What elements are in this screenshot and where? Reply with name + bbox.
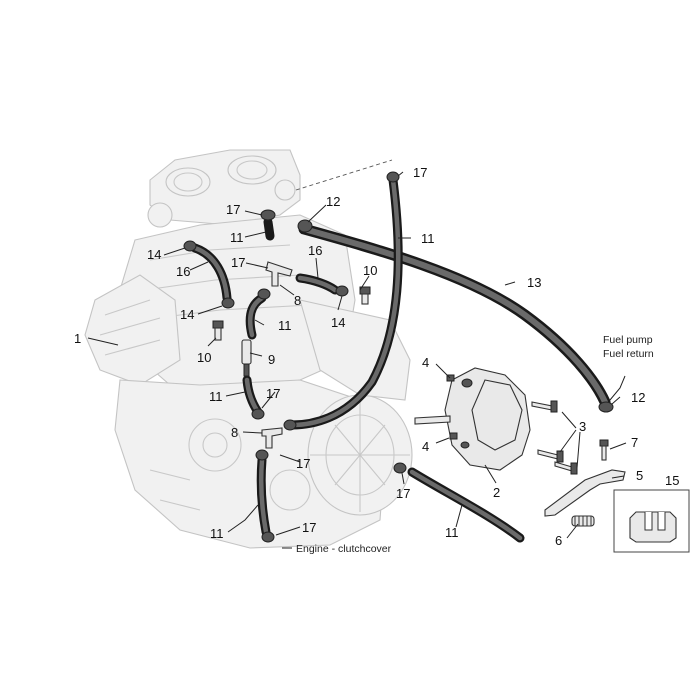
note-fuel-pump: Fuel pump	[603, 334, 653, 346]
callout-17-top: 17	[413, 165, 427, 180]
callout-8-upper: 8	[294, 293, 301, 308]
leader-lines	[87, 171, 627, 549]
callout-12-upper: 12	[326, 194, 340, 209]
callout-13: 13	[527, 275, 541, 290]
clamp-14-left	[221, 297, 235, 309]
callout-4-lower: 4	[422, 439, 429, 454]
clamp-17-mid	[257, 288, 271, 300]
callout-11-upper: 11	[230, 230, 244, 245]
callout-11-lower-right: 11	[445, 525, 459, 540]
callout-10-right: 10	[363, 263, 377, 278]
callout-16-left: 16	[176, 264, 190, 279]
clamp-17-bottom	[255, 449, 269, 461]
callout-11-left: 11	[209, 389, 223, 404]
callout-4-upper: 4	[422, 355, 429, 370]
part-15-holder	[629, 511, 677, 543]
callout-14-upper: 14	[147, 247, 161, 262]
t-fitting-lower	[261, 427, 283, 449]
spring	[571, 515, 595, 527]
clamp-17-lower	[251, 408, 265, 420]
callout-17-right: 17	[296, 456, 310, 471]
clamp-12-lower	[598, 401, 614, 413]
clamp-17-cover	[393, 462, 407, 474]
fuel-filter-tip	[243, 363, 250, 377]
bolt-10-left	[212, 320, 224, 341]
notes: Fuel pump Fuel return Engine - clutchcov…	[296, 334, 654, 555]
callout-5: 5	[636, 468, 643, 483]
callout-7: 7	[631, 435, 638, 450]
callout-8-lower: 8	[231, 425, 238, 440]
callout-11-mid: 11	[278, 318, 292, 333]
callout-17-cover: 17	[396, 486, 410, 501]
callout-3: 3	[579, 419, 586, 434]
callout-17-lower: 17	[266, 386, 280, 401]
clamp-17-top	[386, 171, 400, 183]
callout-2: 2	[493, 485, 500, 500]
clamp-17-upper	[260, 209, 276, 221]
callout-17-base: 17	[302, 520, 316, 535]
bracket	[544, 469, 626, 517]
callout-17-upper: 17	[226, 202, 240, 217]
clamp-17-right	[283, 419, 297, 431]
callout-10-left: 10	[197, 350, 211, 365]
callout-14-right: 14	[331, 315, 345, 330]
fuel-pump	[414, 367, 531, 471]
callout-15: 15	[665, 473, 679, 488]
small-parts	[183, 171, 690, 553]
callout-12-lower: 12	[631, 390, 645, 405]
note-fuel-return: Fuel return	[603, 348, 654, 360]
bolt-10-right	[359, 286, 371, 305]
bolt-7	[599, 439, 609, 461]
clamp-17-base	[261, 531, 275, 543]
bolts-3	[531, 400, 578, 475]
hoses	[190, 175, 611, 543]
screw-4-lower	[449, 432, 458, 440]
clamp-14-upper	[183, 240, 197, 252]
fuel-filter	[241, 339, 252, 365]
callouts: 1 2 3 4 4 5 6 7 8 8 9 10 10 11 11 11 11 …	[74, 165, 679, 548]
clamp-12-upper	[297, 219, 313, 233]
callout-9: 9	[268, 352, 275, 367]
t-fitting-upper	[265, 261, 293, 287]
callout-6: 6	[555, 533, 562, 548]
callout-1: 1	[74, 331, 81, 346]
note-engine-clutchcover: Engine - clutchcover	[296, 543, 392, 555]
clamp-14-right	[335, 285, 349, 297]
callout-17-mid: 17	[231, 255, 245, 270]
callout-11-top-right: 11	[421, 231, 435, 246]
screw-4-upper	[446, 374, 455, 382]
callout-14-left: 14	[180, 307, 194, 322]
callout-11-bottom: 11	[210, 526, 224, 541]
callout-16-right: 16	[308, 243, 322, 258]
